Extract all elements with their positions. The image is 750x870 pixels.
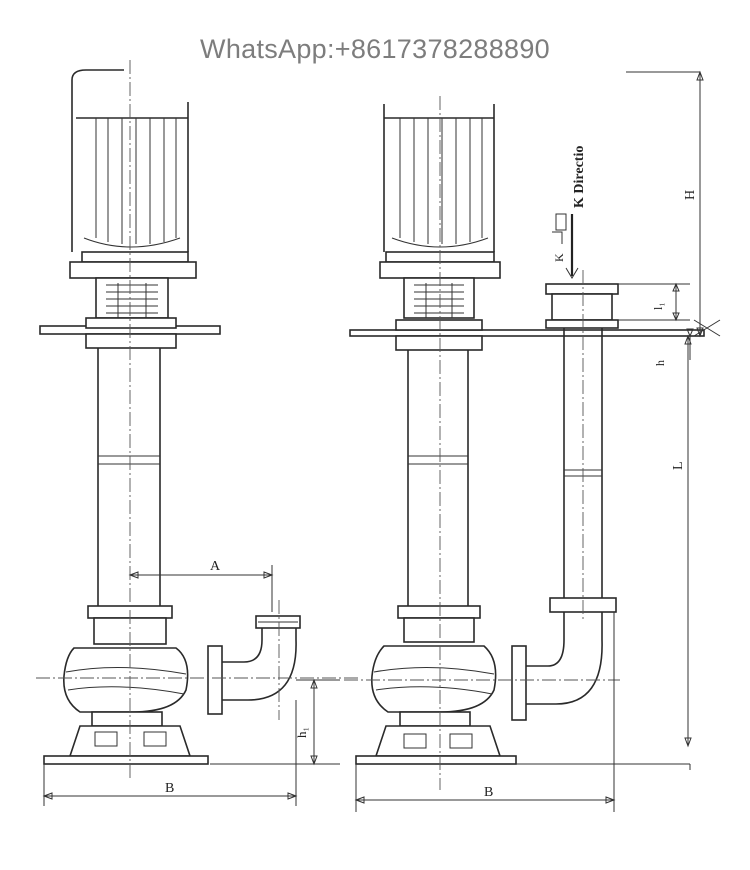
dimension-label-h: h	[653, 360, 667, 366]
dimension-label-a: A	[210, 559, 221, 574]
dimension-b-right: B	[354, 612, 616, 812]
dimension-h1: h₁	[210, 678, 340, 766]
k-label: K	[552, 253, 566, 262]
dimension-label-L: L	[671, 461, 686, 470]
dimension-label-b-left: B	[165, 781, 174, 796]
direction-label: K Directio	[572, 146, 587, 208]
dimension-label-b-right: B	[484, 785, 493, 800]
dimension-label-l1: l₁	[651, 302, 665, 310]
dimension-a: A	[128, 559, 274, 612]
dimension-b-left: B	[42, 700, 298, 806]
dimension-label-H: H	[683, 190, 698, 200]
right-pump-view	[344, 96, 705, 790]
dimension-h-l: H L	[516, 70, 721, 770]
k-direction-marker: K Directio K	[552, 146, 587, 279]
left-pump-view	[36, 60, 360, 780]
dimension-l1-h: l₁ h	[618, 282, 694, 366]
dimension-label-h1: h₁	[294, 727, 309, 738]
